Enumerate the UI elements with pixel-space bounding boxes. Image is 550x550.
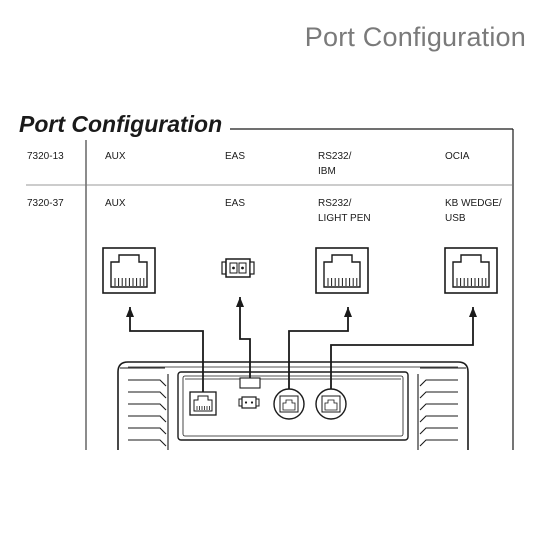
aux-port — [189, 391, 217, 416]
rj45-jack-icon — [102, 247, 156, 294]
rs232-connection-arrow — [288, 307, 352, 389]
ocia-connection-arrow — [330, 307, 477, 389]
ocia-kb-wedge-usb-port — [315, 388, 347, 420]
section-title: Port Configuration — [19, 111, 231, 138]
page-title: Port Configuration — [304, 22, 526, 52]
port-label-ocia: OCIA — [445, 151, 470, 162]
port-label-eas: EAS — [225, 198, 246, 209]
port-label-rs232: RS232/ LIGHT PEN — [318, 198, 371, 224]
rs232-port — [273, 388, 305, 420]
rj45-jack-icon — [315, 247, 369, 294]
port-label-kb-wedge-usb: KB WEDGE/ USB — [445, 198, 502, 224]
model-number: 7320-37 — [27, 198, 64, 209]
eas-connector-icon — [221, 258, 255, 278]
port-label-eas: EAS — [225, 151, 246, 162]
port-label-aux: AUX — [105, 151, 126, 162]
port-label-rs232: RS232/ IBM — [318, 151, 352, 177]
table-frame — [26, 128, 514, 450]
eas-connection-arrow — [236, 297, 251, 378]
port-label-aux: AUX — [105, 198, 126, 209]
model-number: 7320-13 — [27, 151, 64, 162]
connection-lines — [126, 297, 477, 392]
rj45-jack-icon — [444, 247, 498, 294]
aux-connection-arrow — [126, 307, 204, 392]
eas-port-housing — [239, 377, 261, 389]
eas-port — [238, 396, 260, 409]
